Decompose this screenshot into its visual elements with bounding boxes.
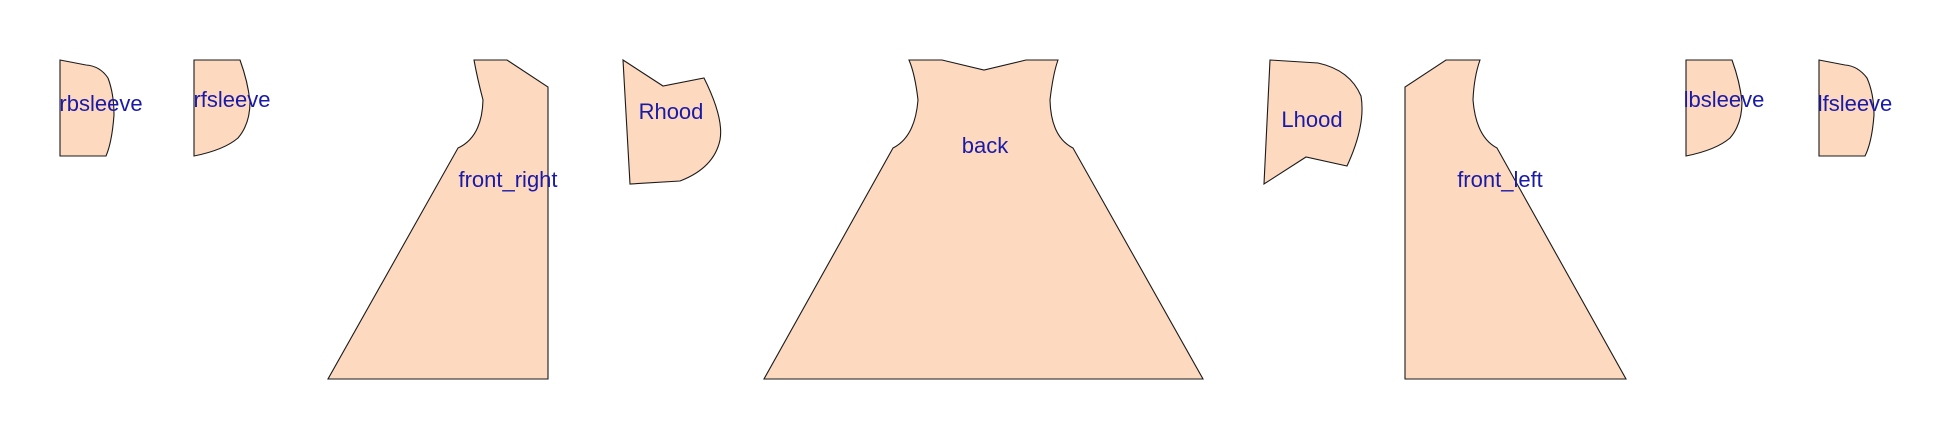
piece-label-lbsleeve: lbsleeve <box>1684 87 1765 112</box>
piece-lbsleeve-shape <box>1685 59 1743 157</box>
piece-back-shape <box>763 59 1204 380</box>
piece-rbsleeve: rbsleeve <box>59 59 143 157</box>
piece-rbsleeve-shape <box>59 59 115 157</box>
piece-lfsleeve-shape <box>1818 59 1875 157</box>
piece-rfsleeve-shape <box>193 59 251 157</box>
piece-label-front-left: front_left <box>1457 167 1543 192</box>
piece-label-rfsleeve: rfsleeve <box>193 87 270 112</box>
piece-front-right: front_right <box>327 59 558 380</box>
piece-lbsleeve: lbsleeve <box>1684 59 1765 157</box>
piece-label-front-right: front_right <box>458 167 557 192</box>
piece-lhood: Lhood <box>1263 59 1363 186</box>
piece-label-rhood: Rhood <box>639 99 704 124</box>
piece-label-lfsleeve: lfsleeve <box>1818 91 1893 116</box>
piece-front-left: front_left <box>1404 59 1627 380</box>
piece-rhood-shape <box>622 58 722 185</box>
piece-label-rbsleeve: rbsleeve <box>59 91 142 116</box>
piece-lhood-shape <box>1263 59 1363 186</box>
piece-rhood: Rhood <box>622 58 722 185</box>
piece-front-left-shape <box>1404 59 1627 380</box>
piece-label-back: back <box>962 133 1009 158</box>
piece-lfsleeve: lfsleeve <box>1818 59 1893 157</box>
piece-front-right-shape <box>327 59 549 380</box>
piece-back: back <box>763 59 1204 380</box>
piece-rfsleeve: rfsleeve <box>193 59 271 157</box>
piece-label-lhood: Lhood <box>1281 107 1342 132</box>
